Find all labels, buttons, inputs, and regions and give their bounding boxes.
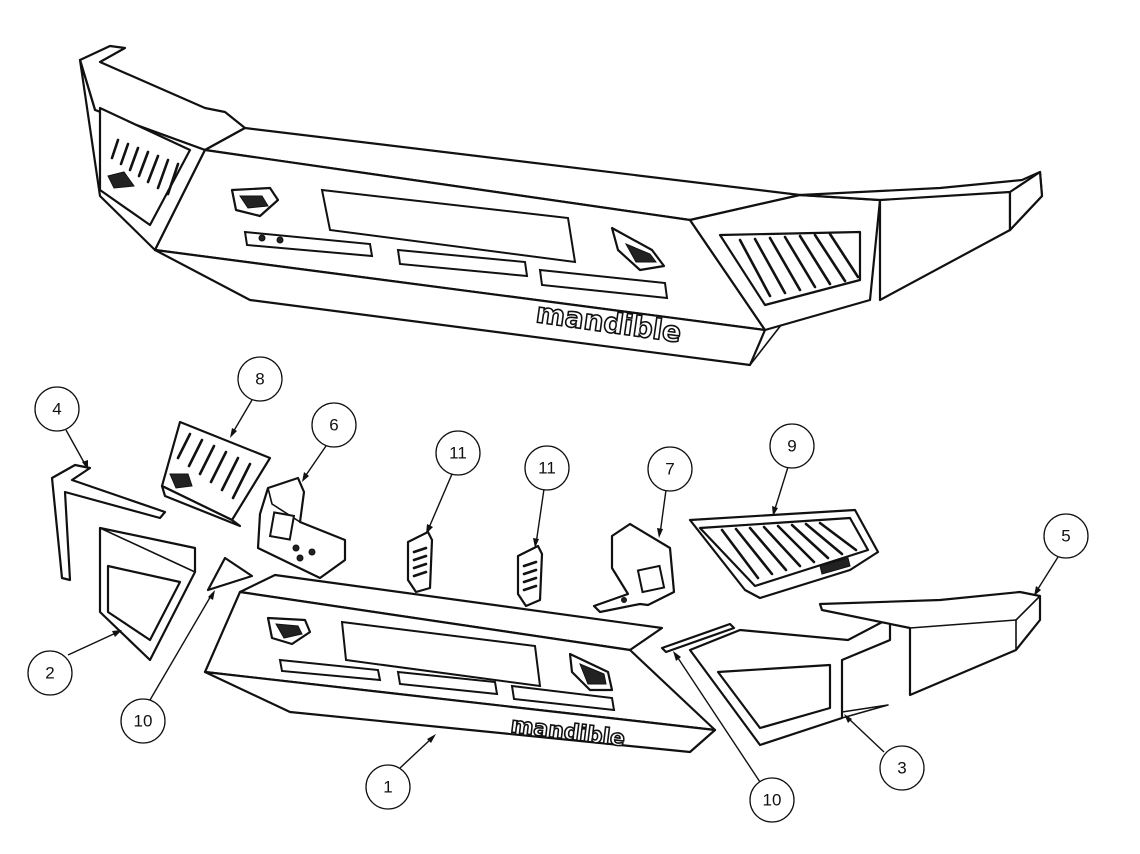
callout-2: 2: [27, 630, 122, 696]
callout-1: 1: [365, 734, 436, 810]
part-11-right: [516, 544, 544, 608]
callout-7: 7: [647, 446, 693, 538]
callout-5: 5: [1034, 513, 1089, 596]
callout-11-right-label: 11: [538, 459, 556, 478]
part-7: [592, 522, 676, 614]
callout-2-label: 2: [45, 664, 54, 683]
callout-4: 4: [34, 386, 88, 470]
assembled-bumper: mandible: [78, 44, 1044, 367]
callout-11-left-label: 11: [449, 444, 467, 463]
callout-6-label: 6: [329, 416, 338, 435]
callout-8-label: 8: [255, 370, 264, 389]
callout-11-right: 11: [524, 445, 570, 548]
callout-6: 6: [302, 402, 357, 482]
callouts: 1 2 3 4 5: [27, 356, 1089, 823]
part-10-right: [660, 622, 736, 654]
callout-1-label: 1: [383, 778, 392, 797]
callout-9: 9: [769, 423, 815, 516]
callout-8: 8: [230, 356, 283, 438]
part-5: [818, 590, 1042, 697]
callout-11-left: 11: [426, 430, 481, 534]
callout-10-left-label: 10: [134, 712, 153, 731]
callout-3: 3: [844, 714, 925, 791]
callout-5-label: 5: [1061, 527, 1070, 546]
callout-9-label: 9: [787, 437, 796, 456]
callout-10-right: 10: [673, 651, 795, 823]
callout-3-label: 3: [897, 759, 906, 778]
callout-4-label: 4: [52, 400, 61, 419]
exploded-parts: mandible: [50, 420, 1042, 754]
callout-10-right-label: 10: [763, 791, 782, 810]
part-10-left: [206, 556, 254, 592]
part-6: [256, 476, 347, 580]
callout-7-label: 7: [665, 460, 674, 479]
part-11-left: [406, 530, 434, 594]
part-4: [50, 463, 167, 582]
callout-10-left: 10: [120, 590, 215, 744]
